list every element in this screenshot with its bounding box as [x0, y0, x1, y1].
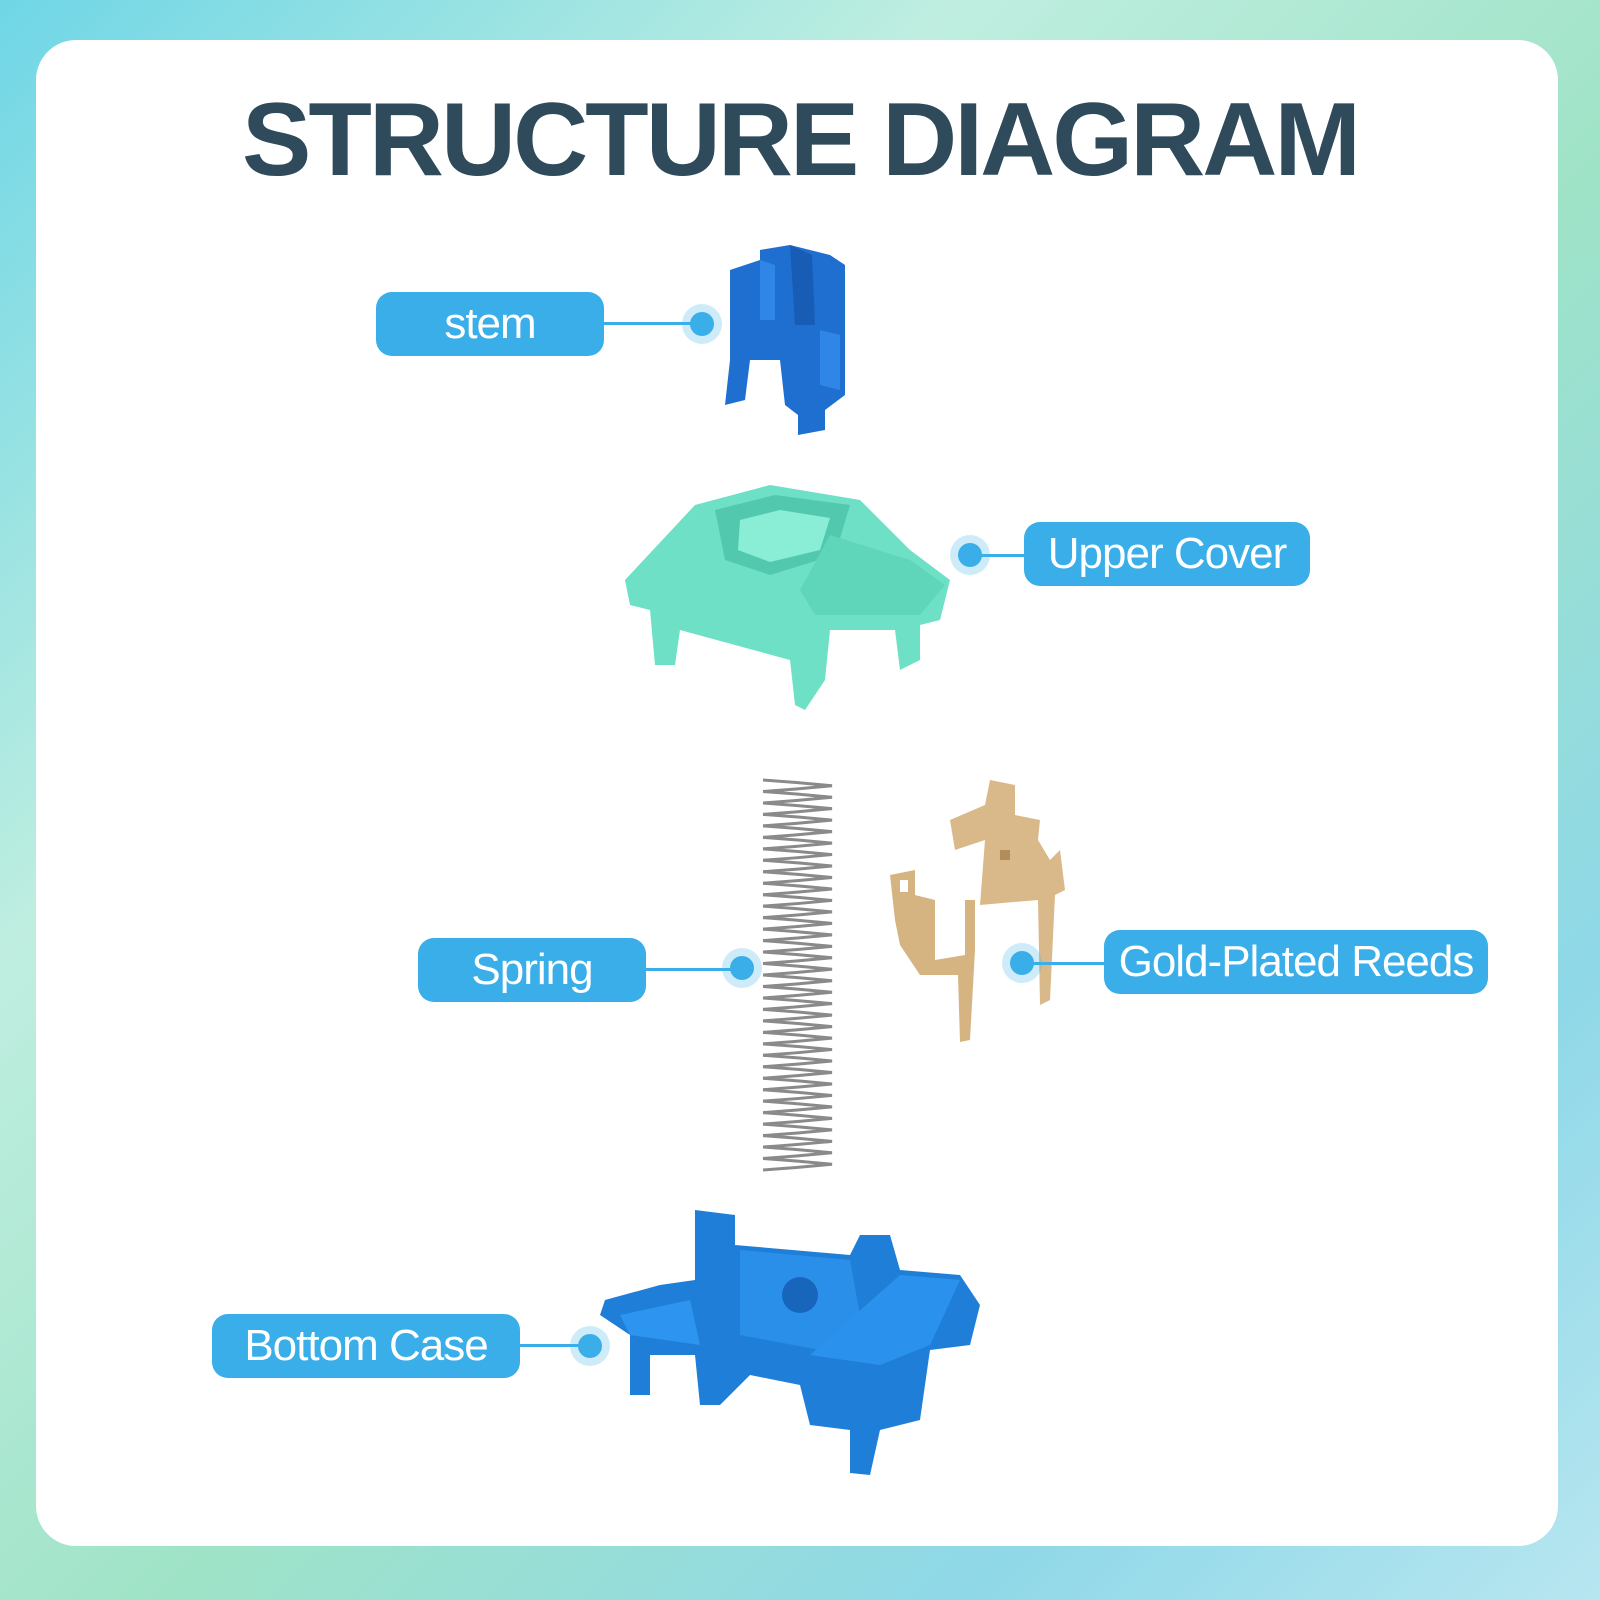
spring-coil [762, 927, 833, 943]
spring-coil [762, 1019, 833, 1034]
spring-coil [762, 904, 833, 920]
spring-coil [762, 1145, 833, 1161]
spring-coil [762, 789, 833, 805]
spring-coil [762, 1007, 833, 1023]
spring-coil [762, 835, 833, 851]
upper-cover-label: Upper Cover [1024, 522, 1310, 586]
spring-coil [762, 916, 833, 931]
spring-coil [762, 1122, 833, 1138]
spring-part-icon [762, 778, 833, 1172]
bottom-case-part-icon [600, 1210, 980, 1475]
upper-cover-part-icon [625, 485, 950, 710]
upper-cover-leader-line [978, 554, 1024, 557]
spring-coil [762, 1134, 833, 1149]
bottom-case-leader-line [520, 1344, 586, 1347]
spring-coil [762, 1053, 833, 1069]
spring-coil [762, 847, 833, 862]
spring-coil [762, 1076, 833, 1092]
spring-coil [762, 1042, 833, 1057]
spring-coil [762, 870, 833, 885]
spring-coil [762, 801, 833, 816]
spring-coil [762, 1099, 833, 1115]
spring-coil [762, 950, 833, 966]
page-title: STRUCTURE DIAGRAM [241, 82, 1361, 198]
spring-coil [762, 984, 833, 1000]
spring-pointer-dot [730, 956, 754, 980]
spring-coil [762, 778, 833, 793]
spring-coil [762, 1111, 833, 1126]
stem-leader-line [604, 322, 698, 325]
stem-label: stem [376, 292, 604, 356]
spring-coil [762, 812, 833, 828]
spring-coil [762, 1157, 833, 1172]
stem-pointer-dot [690, 312, 714, 336]
spring-coil [762, 996, 833, 1011]
reeds-leader-line [1030, 962, 1106, 965]
stem-part-icon [725, 245, 845, 435]
bottom-case-pointer-dot [578, 1334, 602, 1358]
spring-coil [762, 939, 833, 954]
spring-coil [762, 858, 833, 874]
gold-plated-reeds-part-icon [890, 780, 1065, 1042]
spring-coil [762, 881, 833, 897]
spring-coil [762, 824, 833, 839]
spring-coil [762, 893, 833, 908]
spring-coil [762, 1088, 833, 1103]
bottom-case-label: Bottom Case [212, 1314, 520, 1378]
reeds-label: Gold-Plated Reeds [1104, 930, 1488, 994]
spring-leader-line [646, 968, 738, 971]
spring-coil [762, 973, 833, 988]
spring-coil [762, 1065, 833, 1080]
spring-coil [762, 1030, 833, 1046]
spring-label: Spring [418, 938, 646, 1002]
spring-coil [762, 962, 833, 977]
